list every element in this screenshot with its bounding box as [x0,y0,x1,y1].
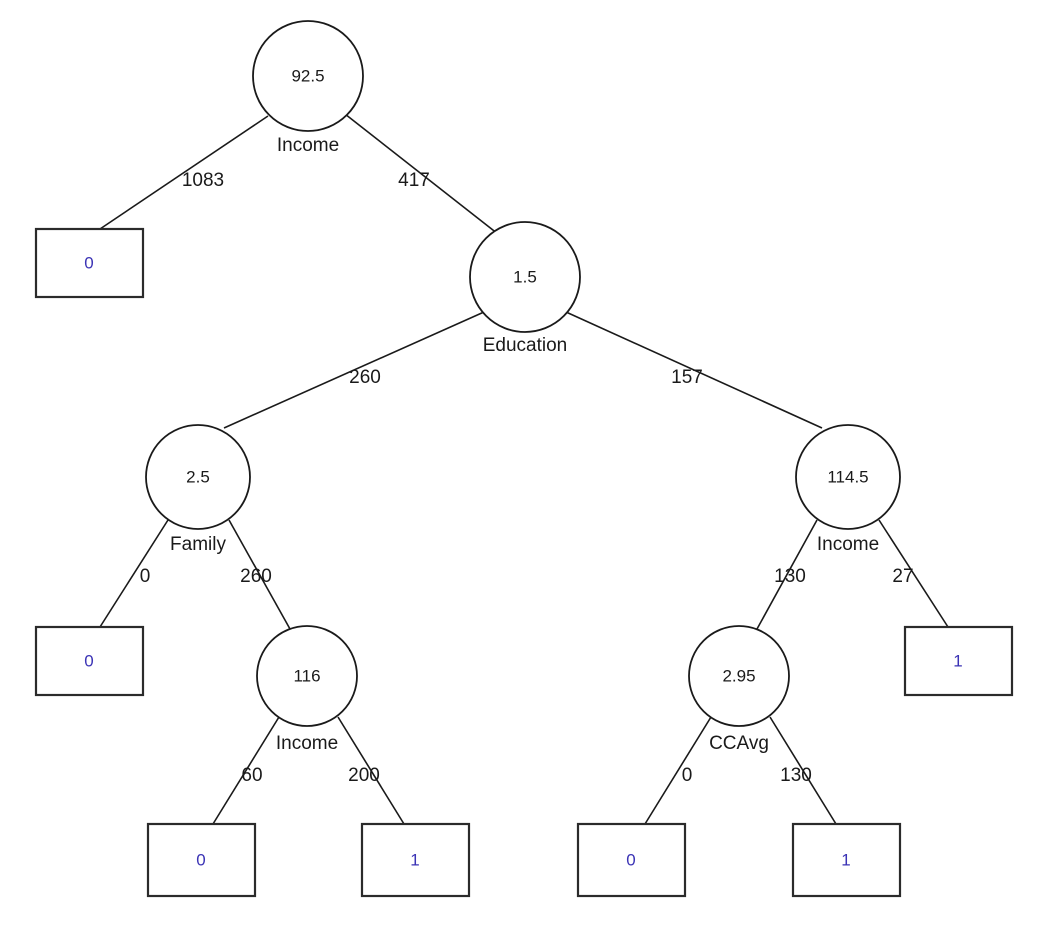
edge-ccavg-right [769,716,837,825]
leaf-box[interactable] [34,625,145,697]
edge-income-right-left [756,519,818,630]
leaf-box[interactable] [903,625,1014,697]
node-layer: 92.5 Income 1.5 Education 2.5 Family 114… [145,20,901,754]
leaf-node[interactable]: 0 [34,625,145,697]
leaf-box[interactable] [360,822,471,898]
edge-ccavg-left [644,716,712,825]
node-circle[interactable] [145,424,251,530]
decision-node-family[interactable]: 2.5 Family [145,424,251,555]
edge-label-education-right: 157 [671,367,703,388]
leaf-node[interactable]: 1 [360,822,471,898]
edge-label-ccavg-left: 0 [682,765,693,786]
edge-income-right-right [878,519,949,628]
decision-node-education[interactable]: 1.5 Education [469,221,581,356]
decision-node-income-116[interactable]: 116 Income [256,625,358,754]
node-threshold-value: 92.5 [291,66,324,85]
node-threshold-value: 2.95 [722,666,755,685]
leaf-node[interactable]: 1 [903,625,1014,697]
leaf-value: 0 [84,253,93,272]
leaf-box[interactable] [34,227,145,299]
edge-label-family-left: 0 [140,566,151,587]
edge-label-family-right: 260 [240,566,272,587]
edge-label-root-left: 1083 [182,170,224,191]
node-circle[interactable] [688,625,790,727]
leaf-node[interactable]: 0 [146,822,257,898]
decision-node-income-right[interactable]: 114.5 Income [795,424,901,555]
edge-family-right [228,519,291,630]
edge-family-left [99,519,169,628]
leaf-node[interactable]: 0 [576,822,687,898]
node-feature-label: Income [276,733,338,754]
node-feature-label: Family [170,534,226,555]
node-circle[interactable] [252,20,364,132]
edge-education-right [565,311,823,429]
leaf-node[interactable]: 1 [791,822,902,898]
edge-income116-right [337,716,405,825]
decision-node-root[interactable]: 92.5 Income [252,20,364,156]
leaf-layer: 0 0 1 0 1 0 1 [34,227,1014,898]
node-circle[interactable] [256,625,358,727]
node-threshold-value: 116 [293,666,320,685]
node-threshold-value: 2.5 [186,467,210,486]
edge-label-income116-right: 200 [348,765,380,786]
edge-label-income-right-right: 27 [892,566,913,587]
decision-node-ccavg[interactable]: 2.95 CCAvg [688,625,790,754]
edge-label-root-right: 417 [398,170,430,191]
edge-root-right [344,113,499,235]
node-circle[interactable] [469,221,581,333]
node-feature-label: CCAvg [709,733,769,754]
edge-label-income116-left: 60 [241,765,262,786]
leaf-value: 0 [196,850,205,869]
leaf-value: 1 [841,850,850,869]
node-threshold-value: 114.5 [827,467,868,486]
node-feature-label: Income [277,135,339,156]
edge-label-education-left: 260 [349,367,381,388]
edge-label-income-right-left: 130 [774,566,806,587]
leaf-node[interactable]: 0 [34,227,145,299]
node-threshold-value: 1.5 [513,267,537,286]
node-feature-label: Income [817,534,879,555]
edge-label-ccavg-right: 130 [780,765,812,786]
leaf-value: 1 [410,850,419,869]
leaf-value: 0 [84,651,93,670]
leaf-box[interactable] [791,822,902,898]
leaf-box[interactable] [146,822,257,898]
leaf-box[interactable] [576,822,687,898]
edge-root-left [99,115,269,230]
node-circle[interactable] [795,424,901,530]
edge-income116-left [212,716,280,825]
edge-education-left [223,311,485,429]
node-feature-label: Education [483,335,568,356]
leaf-value: 0 [626,850,635,869]
edge-layer [99,113,949,825]
edge-label-layer: 1083 417 260 157 0 260 130 27 60 200 0 1… [140,170,914,786]
leaf-value: 1 [953,651,962,670]
